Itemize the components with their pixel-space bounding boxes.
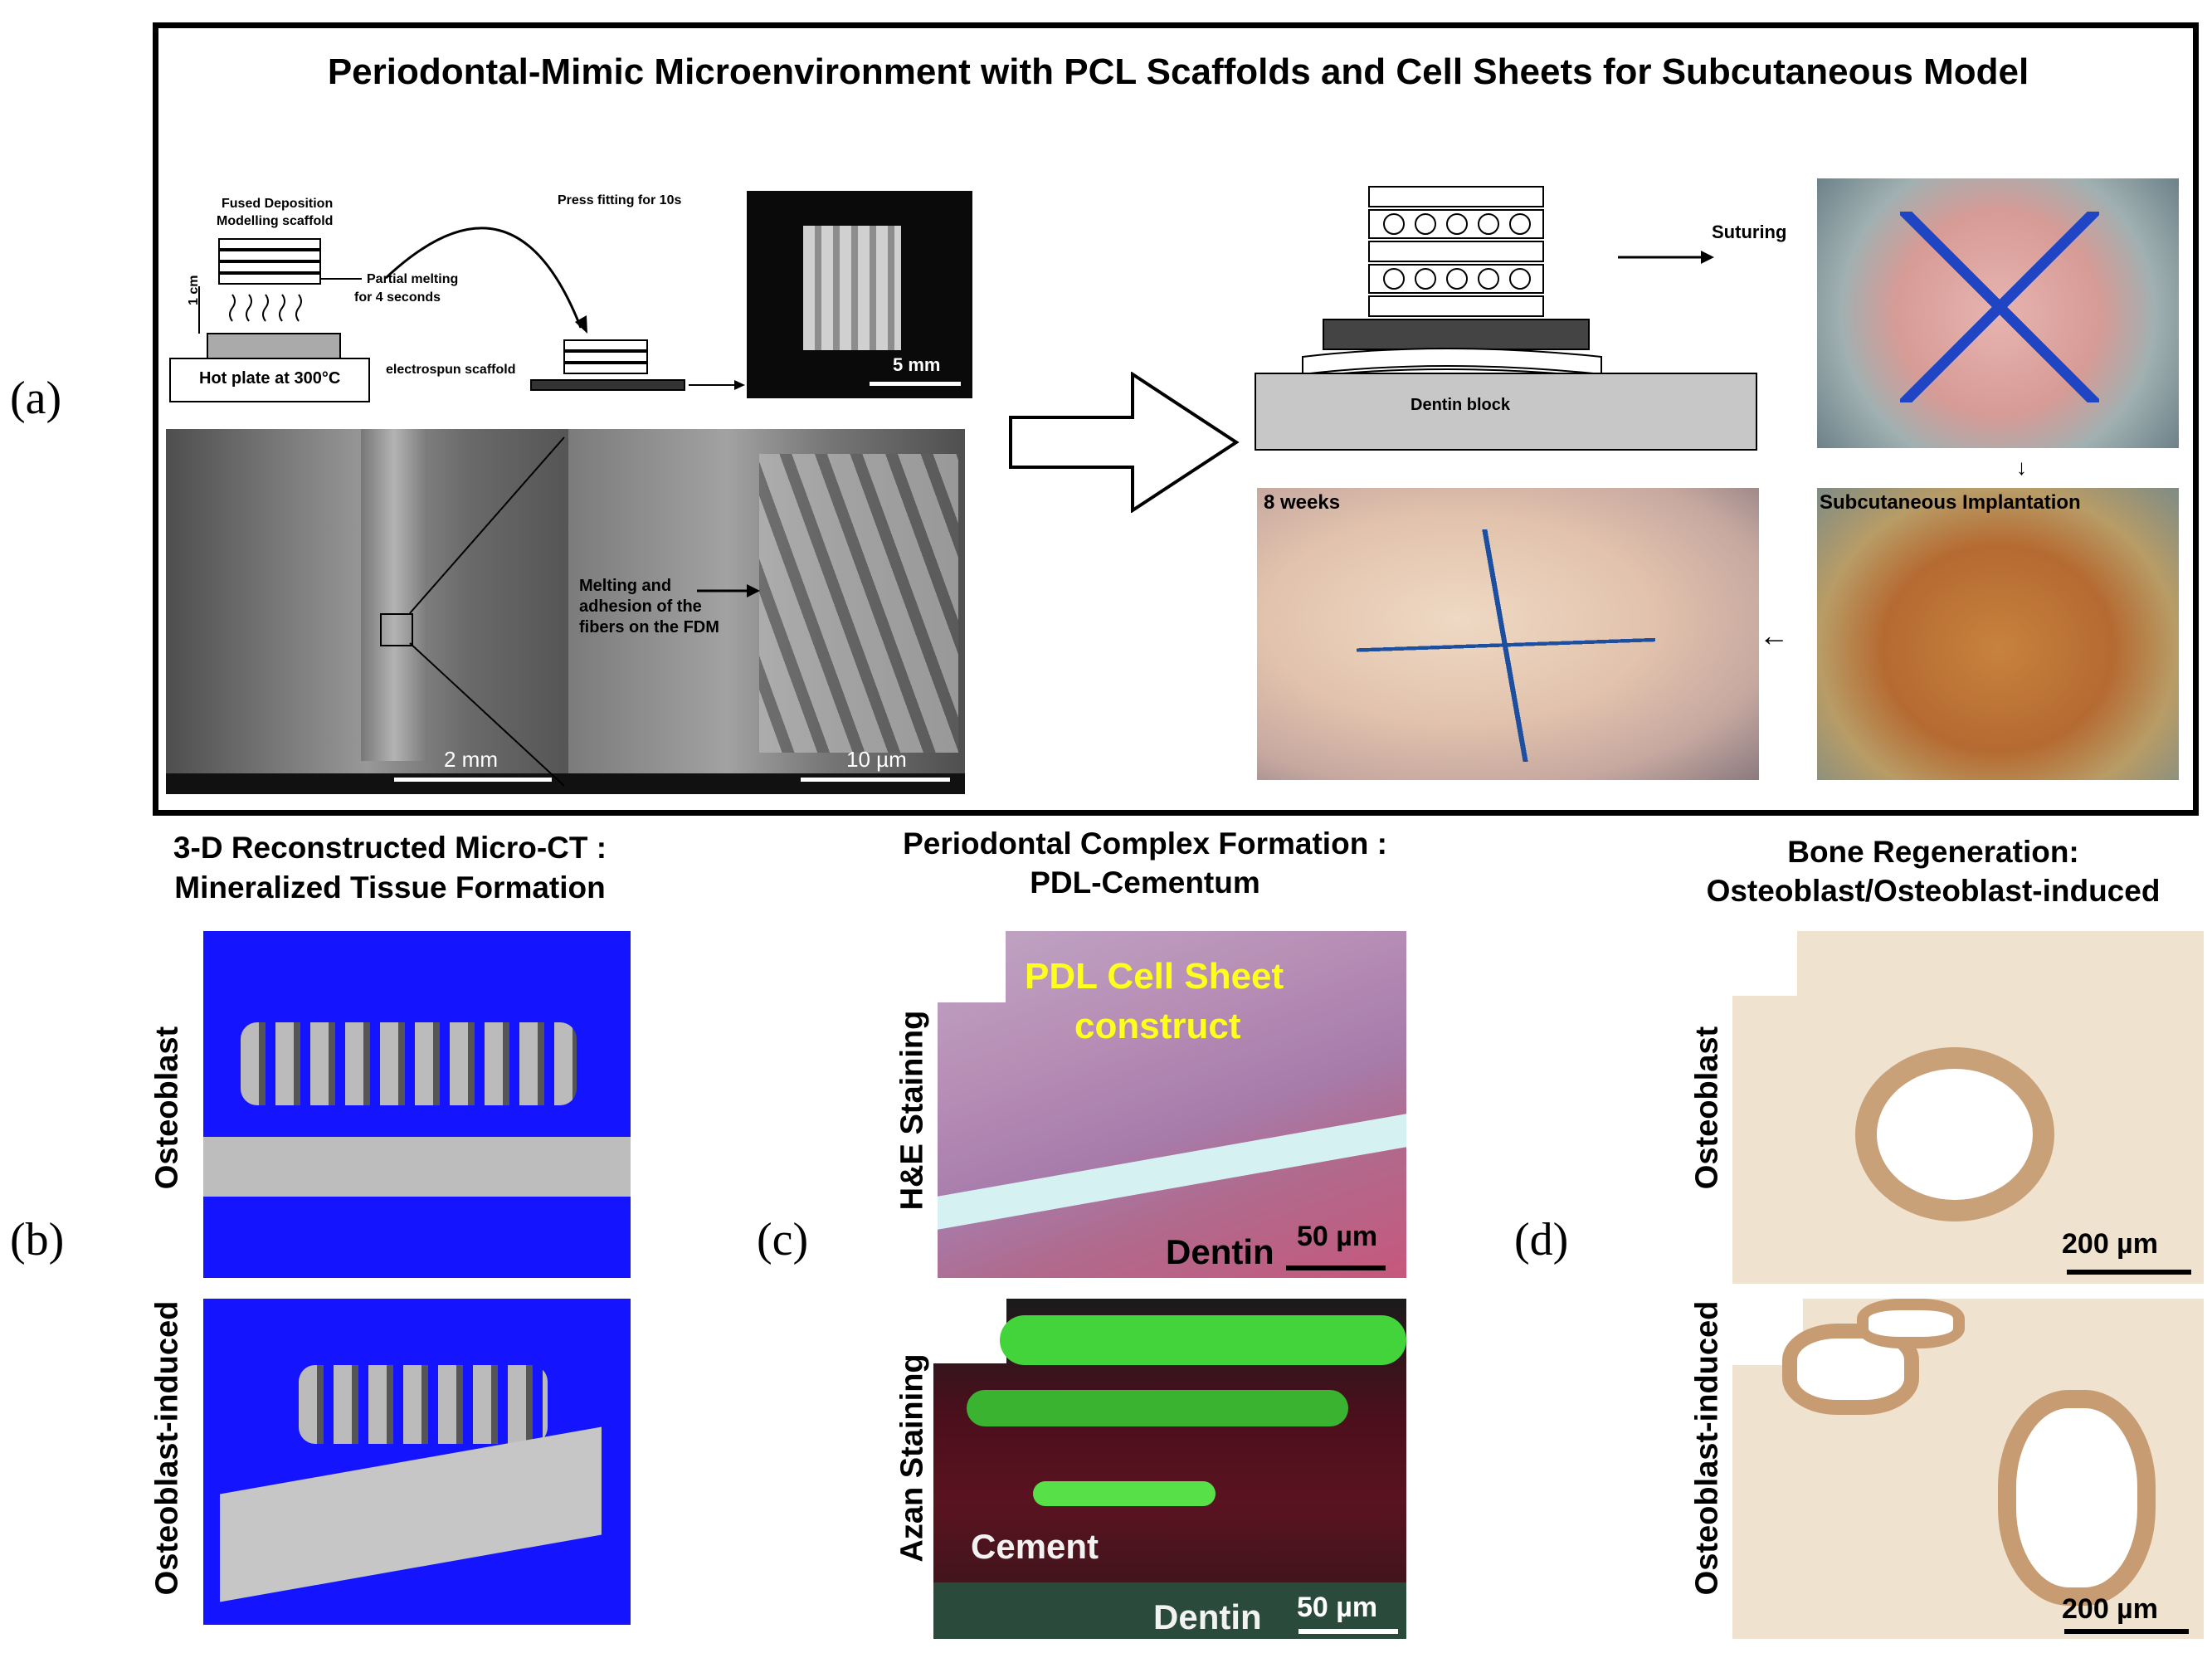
fdm-label-1: Fused Deposition <box>222 197 334 211</box>
suture-thread <box>1900 212 2099 402</box>
hot-plate-label: Hot plate at 300°C <box>199 369 341 388</box>
panel-a-label: (a) <box>10 373 62 424</box>
partial-melting-1: Partial melting <box>367 272 459 286</box>
implantation-label: Subcutaneous Implantation <box>1820 491 2081 514</box>
hot-plate-block <box>207 333 341 359</box>
scale-label-bottom: 50 µm <box>1297 1592 1378 1623</box>
eight-week-photo <box>1257 488 1759 780</box>
press-arrow <box>384 227 582 329</box>
panel-d-row-top: Osteoblast <box>1689 1026 1725 1190</box>
scale-left-label: 2 mm <box>444 747 498 772</box>
zoom-box <box>380 613 413 646</box>
sem-annotation-2: adhesion of the <box>579 597 702 616</box>
bone-osteoblast-induced-image <box>1732 1299 2204 1639</box>
blue-cross-suture <box>1357 529 1655 762</box>
he-cell-layer <box>938 1114 1406 1230</box>
sem-image-high-mag: 10 µm <box>568 429 965 794</box>
azan-staining-image <box>933 1299 1406 1639</box>
azan-green-band-1 <box>1000 1315 1406 1365</box>
dentin-block-shape <box>1255 373 1757 451</box>
panel-c-heading-2: PDL-Cementum <box>1030 866 1260 900</box>
microct-dentin-top <box>203 1137 631 1197</box>
panel-a-frame <box>153 22 2199 816</box>
scale-bar-bone-top <box>2067 1270 2191 1275</box>
dentin-block-label: Dentin block <box>1411 396 1511 414</box>
left-arrow-icon: ← <box>1759 618 1789 652</box>
panel-b-label: (b) <box>10 1214 65 1265</box>
pdl-overlay-2: construct <box>1074 1006 1241 1046</box>
azan-green-band-2 <box>967 1390 1348 1426</box>
process-arrow-icon <box>1009 372 1240 513</box>
scale-label-bone-bottom: 200 µm <box>2062 1593 2158 1625</box>
scale-label-top: 50 µm <box>1297 1221 1378 1252</box>
scaffold-photo: 5 mm <box>747 191 972 398</box>
azan-green-band-3 <box>1033 1481 1216 1506</box>
microct-scaffold-bottom <box>299 1365 548 1444</box>
pressed-scaffold-icon <box>530 339 685 391</box>
sem-fiber-bundle <box>361 429 427 761</box>
panel-c-row-bottom: Azan Staining <box>894 1353 930 1563</box>
eight-weeks-label: 8 weeks <box>1264 491 1341 514</box>
panel-c-label: (c) <box>757 1214 809 1265</box>
dentin-label-top: Dentin <box>1166 1232 1274 1271</box>
microct-osteoblast <box>203 931 631 1278</box>
panel-b-row-top: Osteoblast <box>149 1026 185 1190</box>
panel-b-row-bottom: Osteoblast-induced <box>149 1300 185 1596</box>
he-staining-image <box>938 931 1406 1278</box>
panel-b-heading-1: 3-D Reconstructed Micro-CT : <box>173 831 607 865</box>
dentin-label-bottom: Dentin <box>1153 1597 1262 1636</box>
distance-label: 1 cm <box>187 275 201 305</box>
scaffold-sample <box>803 226 901 350</box>
pdl-overlay-1: PDL Cell Sheet <box>1025 956 1284 997</box>
heat-waves-icon <box>229 294 302 322</box>
panel-d-label: (d) <box>1514 1214 1569 1265</box>
sem-annotation-1: Melting and <box>579 577 672 595</box>
sem-fibers-right <box>759 454 958 753</box>
scale-bar-azan <box>1298 1629 1398 1634</box>
sem-annotation-3: fibers on the FDM <box>579 618 719 636</box>
bone-lumen-top <box>1855 1047 2054 1221</box>
scale-label-bone-top: 200 µm <box>2062 1228 2158 1260</box>
sem-image-low-mag: 2 mm <box>166 429 568 794</box>
scale-photo-label: 5 mm <box>893 354 941 375</box>
panel-c-row-top: H&E Staining <box>894 1010 930 1211</box>
suturing-label: Suturing <box>1712 222 1787 242</box>
zoom-lines <box>409 436 565 787</box>
panel-c-heading-1: Periodontal Complex Formation : <box>903 826 1387 861</box>
bone-osteoblast-image <box>1732 931 2204 1284</box>
panel-a-title: Periodontal-Mimic Microenvironment with … <box>327 51 2029 92</box>
panel-b-heading-2: Mineralized Tissue Formation <box>174 870 606 905</box>
scale-bar-sem-left <box>394 778 552 782</box>
panel-d-heading-1: Bone Regeneration: <box>1787 835 2079 869</box>
scale-bar-sem-right <box>801 778 950 782</box>
microct-osteoblast-induced <box>203 1299 631 1625</box>
bone-lumen-2 <box>1998 1390 2156 1606</box>
panel-d-heading-2: Osteoblast/Osteoblast-induced <box>1706 874 2161 908</box>
microct-scaffold-top <box>241 1022 577 1105</box>
panel-d-row-bottom: Osteoblast-induced <box>1689 1300 1725 1596</box>
sem-annotation-arrow <box>697 584 760 597</box>
press-fitting-label: Press fitting for 10s <box>558 193 682 207</box>
hot-plate-base <box>169 358 370 402</box>
bone-lumen-3 <box>1857 1299 1965 1348</box>
down-arrow-icon: ↓ <box>2016 455 2027 480</box>
fdm-label-2: Modelling scaffold <box>217 214 334 228</box>
sutured-construct-photo <box>1817 178 2179 448</box>
implantation-photo <box>1817 488 2179 780</box>
fabrication-schematic <box>169 227 745 402</box>
partial-melting-2: for 4 seconds <box>354 290 441 305</box>
scale-bar-photo <box>870 382 961 386</box>
construct-schematic <box>1255 186 1757 451</box>
electrospun-label: electrospun scaffold <box>386 363 516 377</box>
electrospun-layer <box>1323 319 1590 350</box>
scale-right-label: 10 µm <box>846 747 907 772</box>
scale-bar-he <box>1286 1265 1386 1270</box>
fdm-scaffold-icon <box>218 238 321 285</box>
cement-label: Cement <box>971 1527 1099 1566</box>
scale-bar-bone-bottom <box>2064 1629 2189 1634</box>
microct-dentin-bottom <box>220 1426 602 1602</box>
